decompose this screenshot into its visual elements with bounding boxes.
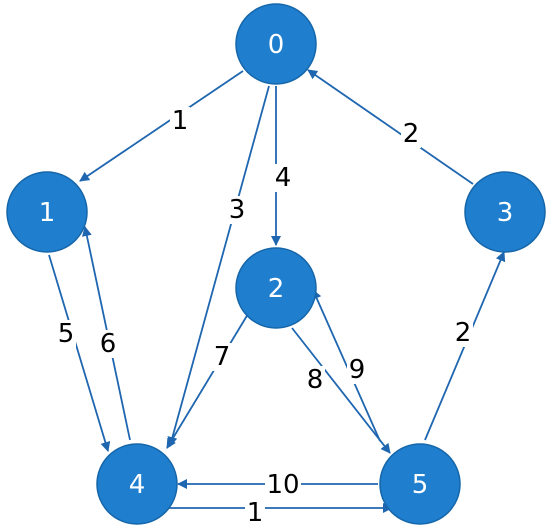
edge-label-background [227, 196, 247, 224]
edge-label-background [98, 330, 118, 358]
edge-5-to-4: 10 [177, 470, 378, 500]
edge-label-background [212, 343, 232, 371]
edge-0-to-2: 4 [271, 86, 293, 246]
node-circle [96, 443, 178, 525]
edge-weight-label: 3 [229, 195, 246, 225]
edge-weight-label: 10 [266, 470, 299, 500]
node-label: 2 [268, 274, 285, 304]
node-circle [235, 247, 317, 329]
node-4: 4 [96, 443, 178, 525]
node-label: 4 [129, 470, 146, 500]
edge-3-to-0: 2 [307, 69, 474, 185]
node-2: 2 [235, 247, 317, 329]
edge-weight-label: 6 [100, 329, 117, 359]
edge-5-to-3: 2 [424, 251, 506, 441]
edge-label-background [273, 164, 293, 192]
edge-5-to-2: 9 [312, 289, 381, 442]
node-label: 0 [268, 30, 285, 60]
node-label: 3 [497, 198, 514, 228]
edge-arrow [167, 85, 270, 447]
edge-weight-label: 1 [247, 498, 264, 528]
edge-0-to-1: 1 [79, 70, 244, 182]
node-circle [379, 443, 461, 525]
edge-weight-label: 4 [275, 163, 292, 193]
edge-label-background [453, 319, 473, 347]
edge-weight-label: 7 [214, 342, 231, 372]
edge-label-background [56, 320, 76, 348]
edge-arrow [307, 69, 474, 185]
node-circle [6, 171, 88, 253]
edge-label-background [401, 120, 421, 148]
node-label: 5 [412, 470, 429, 500]
edge-weight-label: 2 [455, 318, 472, 348]
node-5: 5 [379, 443, 461, 525]
edge-1-to-4: 5 [48, 254, 111, 452]
edge-2-to-4: 7 [166, 313, 249, 449]
edge-arrow [79, 70, 244, 182]
node-1: 1 [6, 171, 88, 253]
node-circle [235, 3, 317, 85]
edge-weight-label: 2 [403, 119, 420, 149]
edge-4-to-5: 1 [140, 498, 393, 528]
edge-weight-label: 9 [349, 355, 366, 385]
edge-weight-label: 5 [58, 319, 75, 349]
edge-label-background [305, 366, 325, 394]
edge-weight-label: 8 [307, 365, 324, 395]
edge-arrow [48, 254, 111, 452]
edge-arrow [166, 313, 249, 449]
edge-4-to-1: 6 [81, 226, 131, 441]
edge-label-background [347, 356, 367, 384]
edge-label-background [170, 107, 190, 135]
edge-2-to-5: 8 [291, 327, 391, 454]
edge-weight-label: 1 [172, 106, 189, 136]
edge-0-to-4: 3 [167, 85, 270, 447]
node-label: 1 [39, 198, 56, 228]
edge-label-background [245, 499, 265, 527]
node-circle [464, 171, 546, 253]
node-3: 3 [464, 171, 546, 253]
edge-arrow [291, 327, 391, 454]
edge-arrow [312, 289, 381, 442]
edge-label-background [265, 471, 301, 499]
node-0: 0 [235, 3, 317, 85]
